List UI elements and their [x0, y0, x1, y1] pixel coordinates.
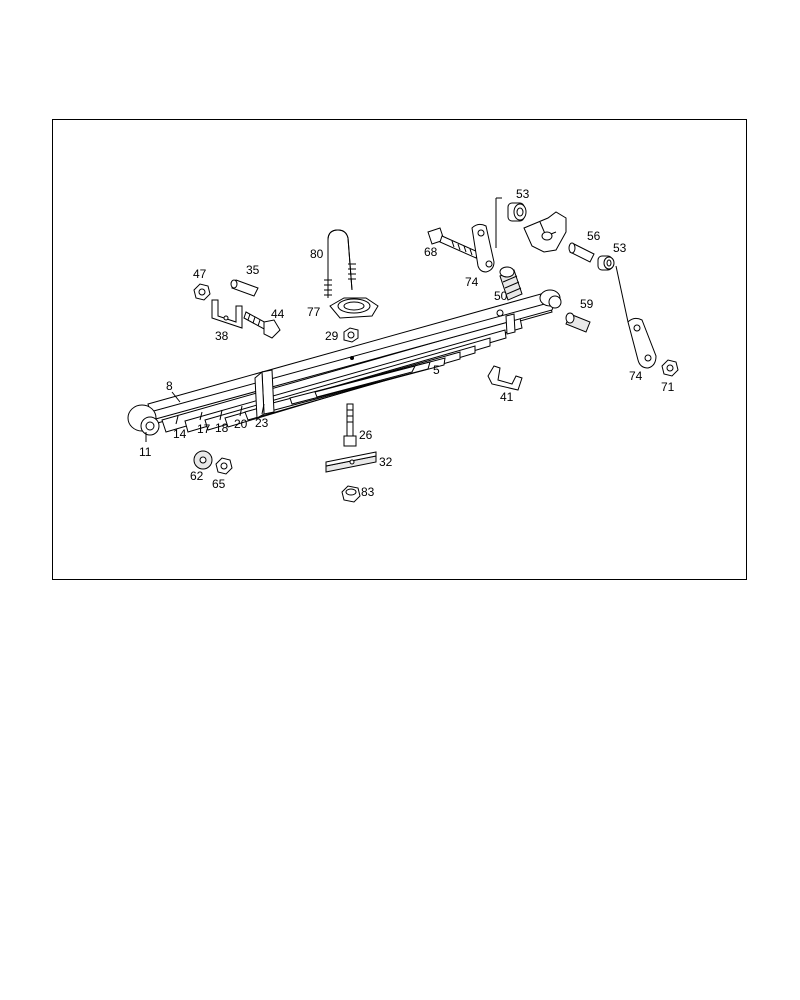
callout-32: 32 [379, 455, 393, 469]
part-56-pin [568, 242, 595, 263]
callout-71: 71 [661, 380, 675, 394]
part-74-shackle-plate-right [627, 317, 657, 369]
part-59-bushing [565, 312, 591, 333]
part-26-center-bolt [343, 403, 357, 447]
part-47-nut [193, 283, 211, 301]
callout-18: 18 [215, 421, 229, 435]
callout-41: 41 [500, 390, 514, 404]
part-41-bracket [487, 365, 523, 391]
callout-59: 59 [580, 297, 594, 311]
part-83-nut [341, 485, 361, 503]
callout-53-top: 53 [516, 187, 530, 201]
part-53-bushing-lower [597, 255, 629, 323]
callout-14: 14 [173, 427, 187, 441]
part-68-bolt [427, 227, 479, 259]
leader-lines [145, 391, 265, 442]
callout-labels: 53 68 74 50 56 53 80 47 35 59 77 44 38 2… [139, 187, 675, 499]
callout-26: 26 [359, 428, 373, 442]
callout-77: 77 [307, 305, 321, 319]
callout-20: 20 [234, 417, 248, 431]
callout-17: 17 [197, 422, 211, 436]
diagram-frame [52, 119, 747, 580]
callout-47: 47 [193, 267, 207, 281]
callout-65: 65 [212, 477, 226, 491]
callout-23: 23 [255, 416, 269, 430]
part-53-bushing-top [507, 202, 527, 222]
callout-11: 11 [139, 445, 152, 459]
part-62-washer [193, 450, 213, 470]
part-50-rubber-bushing [499, 266, 523, 301]
callout-83: 83 [361, 485, 375, 499]
callout-80: 80 [310, 247, 324, 261]
part-80-u-bolt [324, 229, 356, 298]
callout-35: 35 [246, 263, 260, 277]
part-74-shackle-plate-left [471, 197, 502, 273]
callout-50: 50 [494, 289, 508, 303]
part-38-bracket [211, 299, 243, 329]
callout-29: 29 [325, 329, 339, 343]
callout-74-right: 74 [629, 369, 643, 383]
part-35-pin [230, 279, 259, 297]
callout-38: 38 [215, 329, 229, 343]
callout-5: 5 [433, 363, 440, 377]
part-65-nut [215, 457, 233, 475]
callout-74-left: 74 [465, 275, 479, 289]
callout-53-lower: 53 [613, 241, 627, 255]
callout-8: 8 [166, 379, 173, 393]
part-29-nut [343, 327, 359, 343]
part-32-plate [325, 451, 377, 473]
part-71-nut [661, 359, 679, 377]
part-44-bolt [243, 311, 281, 339]
callout-56: 56 [587, 229, 601, 243]
part-77-spring-seat [329, 297, 379, 319]
callout-68: 68 [424, 245, 438, 259]
callout-44: 44 [271, 307, 285, 321]
callout-62: 62 [190, 469, 204, 483]
leaf-spring [127, 289, 562, 436]
spring-hanger-bracket [523, 211, 567, 253]
